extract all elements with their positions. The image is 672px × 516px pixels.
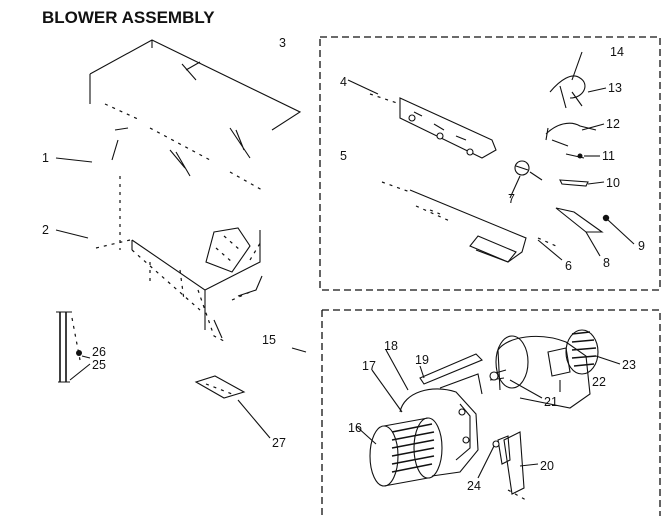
- callout-1: 1: [42, 151, 49, 165]
- screw-part: [537, 237, 557, 247]
- callout-22: 22: [592, 375, 606, 389]
- callout-24: 24: [467, 479, 481, 493]
- callout-4: 4: [340, 75, 347, 89]
- callout-9: 9: [638, 239, 645, 253]
- blower-motor: [489, 335, 591, 409]
- callout-labels: 1 2 3 4 5 6 7 8 9 10 11 12 13 14 15 16 1…: [42, 36, 645, 493]
- blower-wheel: [369, 417, 443, 487]
- callout-13: 13: [608, 81, 622, 95]
- callout-12: 12: [606, 117, 620, 131]
- upper-detail-frame: [319, 36, 661, 291]
- cutoff-strip: [419, 353, 483, 385]
- callout-20: 20: [540, 459, 554, 473]
- motor-mount: [492, 431, 527, 501]
- callout-14: 14: [610, 45, 624, 59]
- motor-end-cap: [565, 329, 599, 375]
- callout-3: 3: [279, 36, 286, 50]
- callout-8: 8: [603, 256, 610, 270]
- washer-icon: [602, 214, 610, 222]
- callout-15: 15: [262, 333, 276, 347]
- relay-bracket: [555, 179, 604, 233]
- diagram-title: BLOWER ASSEMBLY: [42, 8, 215, 27]
- callout-26-label: 26: [92, 345, 106, 359]
- callout-11: 11: [602, 149, 615, 163]
- side-bracket: [56, 311, 81, 383]
- callout-27: 27: [272, 436, 286, 450]
- blower-bracket: [369, 93, 497, 159]
- callout-17: 17: [362, 359, 376, 373]
- callout-2: 2: [42, 223, 49, 237]
- blower-rail: [381, 181, 527, 263]
- callout-18: 18: [384, 339, 398, 353]
- lower-detail-frame: [322, 309, 661, 516]
- callout-23: 23: [622, 358, 636, 372]
- screw-icon: [76, 350, 82, 356]
- wire-harness: [545, 75, 597, 159]
- callout-19: 19: [415, 353, 429, 367]
- mounting-plate: [194, 375, 246, 399]
- callout-7: 7: [508, 192, 515, 206]
- callout-16: 16: [348, 421, 362, 435]
- callout-25: 25: [92, 358, 106, 372]
- callout-21: 21: [544, 395, 558, 409]
- callout-5: 5: [340, 149, 347, 163]
- blower-scroll-housing: [399, 373, 483, 477]
- callout-6: 6: [565, 259, 572, 273]
- leader-lines: [55, 51, 635, 479]
- callout-10: 10: [606, 176, 620, 190]
- blower-housing: [89, 39, 302, 343]
